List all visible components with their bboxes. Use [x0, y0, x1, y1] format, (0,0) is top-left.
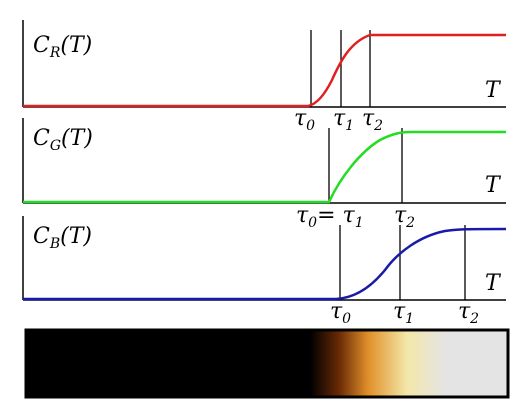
tick-red-tau1: τ1	[333, 106, 354, 134]
curve-red	[23, 33, 506, 108]
curve-blue	[23, 227, 507, 301]
panel-blue: CB(T) T τ0 τ1 τ2	[22, 216, 507, 327]
label-red: CR(T)	[33, 33, 92, 61]
tick-green-tau0-tau1: τ0= τ1	[296, 203, 364, 231]
tick-green-tau2: τ2	[394, 203, 415, 231]
tick-blue-tau0: τ0	[330, 299, 351, 327]
panel-green: CG(T) T τ0= τ1 τ2	[22, 118, 506, 231]
axis-label-green: T	[485, 173, 502, 198]
panel-red: CR(T) T τ0 τ1 τ2	[22, 20, 506, 134]
axis-label-blue: T	[485, 271, 502, 296]
axis-label-red: T	[485, 78, 502, 103]
label-green: CG(T)	[33, 126, 93, 154]
label-blue: CB(T)	[33, 224, 92, 252]
tick-blue-tau1: τ1	[393, 299, 414, 327]
tick-red-tau2: τ2	[362, 106, 383, 134]
curve-green	[23, 130, 506, 204]
tick-blue-tau2: τ2	[458, 299, 479, 327]
color-gradient-bar	[24, 328, 510, 399]
tick-red-tau0: τ0	[294, 106, 315, 134]
